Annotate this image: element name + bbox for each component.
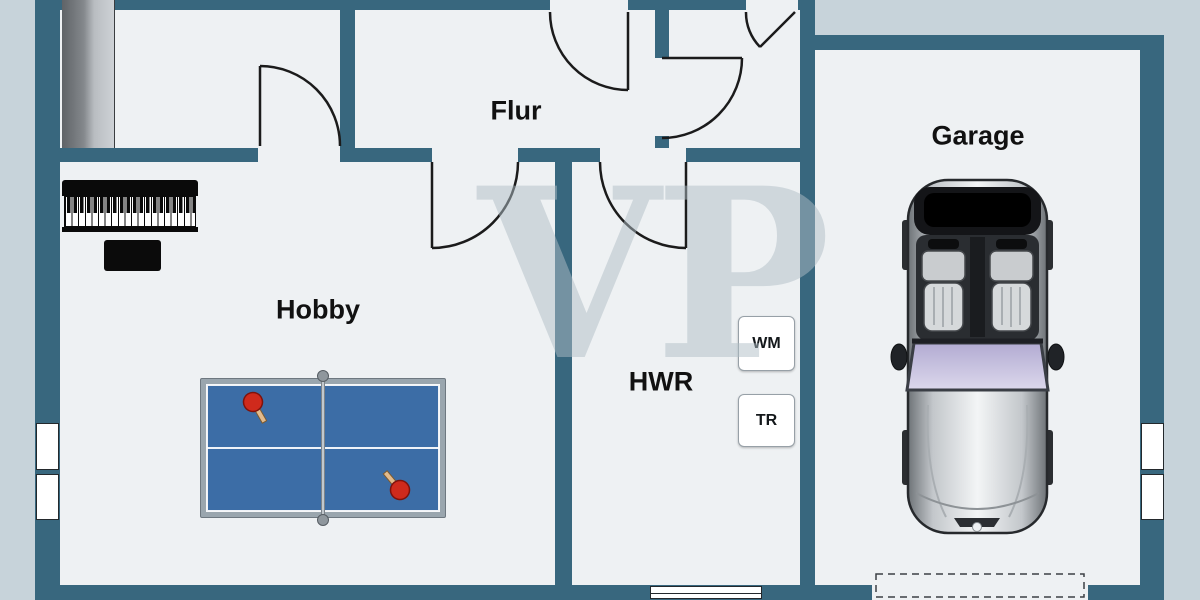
window-pane [36,423,59,470]
wall-hwr-garage [800,0,815,585]
piano-bench [104,240,161,271]
doorway-room-topleft [258,148,340,162]
piano-black-keys [67,197,195,213]
washing-machine-label: WM [752,334,781,352]
doorway-flur-top [550,0,628,10]
piano-keys [64,196,196,227]
room-label-hobby: Hobby [276,294,360,325]
dryer-label: TR [755,411,778,429]
wall-interior-horizontal-2 [340,148,815,162]
wall-vestibule-stub-bottom [655,136,669,148]
piano-base [62,227,198,232]
wall-hobby-hwr [555,162,572,585]
car [890,178,1065,535]
car-windshield [905,341,1050,392]
ping-pong-table [200,370,446,526]
net-post-top [317,370,329,382]
washing-machine: WM [738,316,795,371]
window-mullion [651,592,761,594]
room-label-flur: Flur [490,95,542,126]
doorway-front-door [746,0,798,10]
car-mirror-left [890,343,908,371]
piano-lid [62,180,198,196]
window-right [1141,423,1164,520]
garage-door-opening [872,585,1088,600]
window-pane [1141,423,1164,470]
piano [62,180,198,232]
room-label-hwr: HWR [628,366,694,397]
doorway-hwr [600,148,686,162]
window-left [36,423,59,520]
front-emblem [972,522,982,532]
staircase [62,0,115,148]
doorway-hobby [432,148,518,162]
wall-garage-top [800,35,1164,50]
wall-vestibule-stub-top [655,0,669,58]
car-console [970,237,985,337]
wall-outer-top [35,0,815,10]
window-bottom [650,586,762,599]
wall-interior-vertical-1 [340,0,355,162]
front-bumper-line [915,492,1040,510]
car-seat-left [921,239,966,332]
net-post-bottom [317,514,329,526]
window-pane [1141,473,1164,520]
window-pane [36,473,59,520]
car-folded-roof [924,193,1031,227]
table-net [321,374,325,522]
car-seat-right [989,239,1034,332]
car-mirror-right [1047,343,1065,371]
hood-creases [926,404,1029,518]
dryer: TR [738,394,795,447]
room-label-garage: Garage [931,120,1025,151]
